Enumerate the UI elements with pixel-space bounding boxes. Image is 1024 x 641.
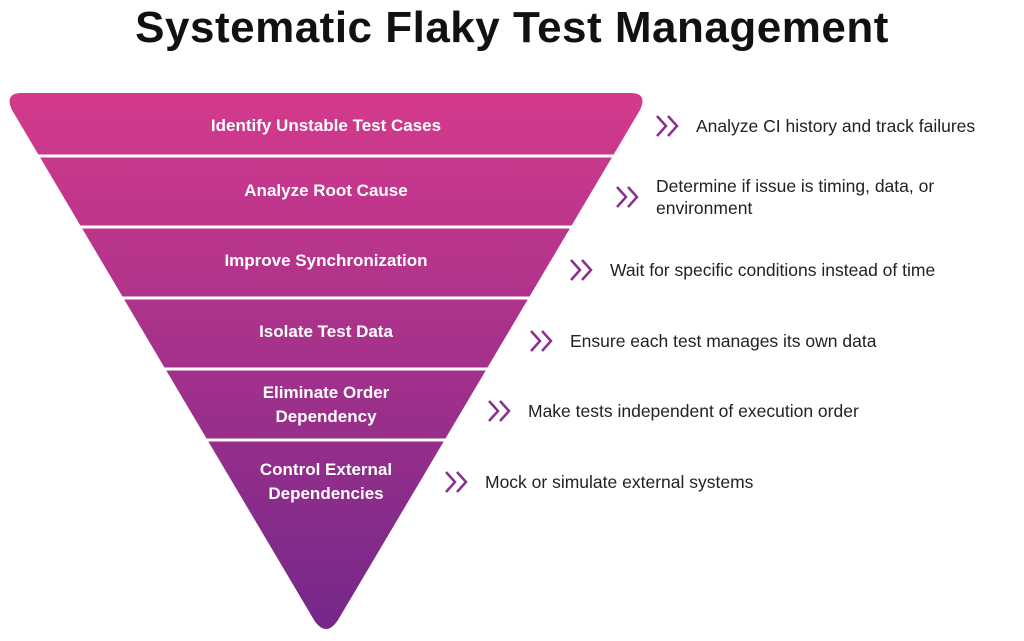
- double-chevron-right-icon: [488, 400, 511, 422]
- double-chevron-right-icon: [656, 115, 679, 137]
- description-text: Analyze CI history and track failures: [696, 116, 976, 136]
- level-2-description: Determine if issue is timing, data, or e…: [614, 175, 974, 219]
- description-text: Mock or simulate external systems: [485, 472, 754, 492]
- level-1-description: Analyze CI history and track failures: [654, 114, 975, 138]
- double-chevron-right-icon: [616, 186, 639, 208]
- level-separators: [0, 154, 700, 442]
- level-5-description: Make tests independent of execution orde…: [486, 399, 859, 423]
- page-title: Systematic Flaky Test Management: [135, 3, 889, 52]
- level-4-label: Isolate Test Data: [259, 322, 393, 341]
- double-chevron-right-icon: [570, 259, 593, 281]
- level-2-label: Analyze Root Cause: [244, 181, 408, 200]
- double-chevron-right-icon: [530, 330, 553, 352]
- level-5-label: Eliminate Order Dependency: [262, 383, 390, 426]
- level-1-label: Identify Unstable Test Cases: [210, 116, 442, 135]
- level-3-label: Improve Synchronization: [224, 251, 428, 270]
- funnel-shape: [9, 93, 643, 629]
- level-6-label: Control External Dependencies: [259, 460, 393, 503]
- level-4-description: Ensure each test manages its own data: [528, 329, 876, 353]
- description-text: Make tests independent of execution orde…: [528, 401, 859, 421]
- level-3-description: Wait for specific conditions instead of …: [568, 258, 935, 282]
- description-text: Wait for specific conditions instead of …: [610, 260, 936, 280]
- level-6-description: Mock or simulate external systems: [443, 470, 753, 494]
- description-text: Determine if issue is timing, data, or e…: [656, 176, 935, 218]
- description-text: Ensure each test manages its own data: [570, 331, 877, 351]
- double-chevron-right-icon: [445, 471, 468, 493]
